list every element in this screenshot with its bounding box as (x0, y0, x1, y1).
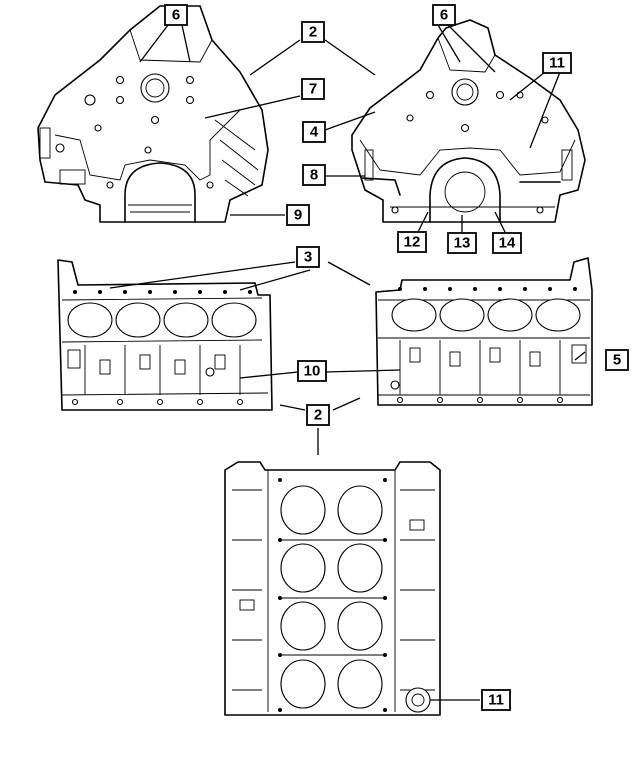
svg-text:2: 2 (309, 24, 317, 41)
callout-10: 10 (297, 360, 327, 382)
callout-11-rear: 11 (542, 52, 572, 74)
callout-13: 13 (447, 232, 477, 254)
block-rear-view (351, 19, 586, 223)
callout-11-bottom: 11 (481, 689, 511, 711)
svg-text:9: 9 (294, 207, 302, 224)
svg-text:4: 4 (310, 124, 319, 141)
callout-6-rear: 6 (432, 4, 456, 26)
callout-14: 14 (492, 232, 522, 254)
svg-text:14: 14 (499, 235, 516, 252)
svg-text:6: 6 (440, 7, 448, 24)
callout-7: 7 (301, 78, 325, 100)
block-left-side-view (57, 259, 273, 411)
callout-4: 4 (302, 121, 326, 143)
svg-text:8: 8 (310, 167, 318, 184)
callout-8: 8 (302, 164, 326, 186)
callout-2-middle: 2 (306, 404, 330, 426)
leader-lines (109, 24, 586, 701)
callout-9: 9 (286, 204, 310, 226)
block-top-view (224, 461, 441, 716)
callout-12: 12 (397, 231, 427, 253)
callout-3: 3 (296, 246, 320, 268)
callout-6-front: 6 (164, 4, 188, 26)
svg-text:11: 11 (488, 692, 504, 709)
svg-text:5: 5 (613, 352, 621, 369)
callout-5: 5 (605, 349, 629, 371)
svg-text:6: 6 (172, 7, 180, 24)
svg-text:7: 7 (309, 81, 317, 98)
callout-2-top: 2 (301, 21, 325, 43)
svg-text:13: 13 (454, 235, 471, 252)
svg-text:3: 3 (304, 249, 312, 266)
block-right-side-view (375, 257, 593, 406)
block-front-view (37, 5, 269, 223)
svg-text:10: 10 (304, 363, 321, 380)
svg-text:11: 11 (549, 55, 565, 72)
svg-text:2: 2 (314, 407, 322, 424)
svg-text:12: 12 (404, 234, 421, 251)
